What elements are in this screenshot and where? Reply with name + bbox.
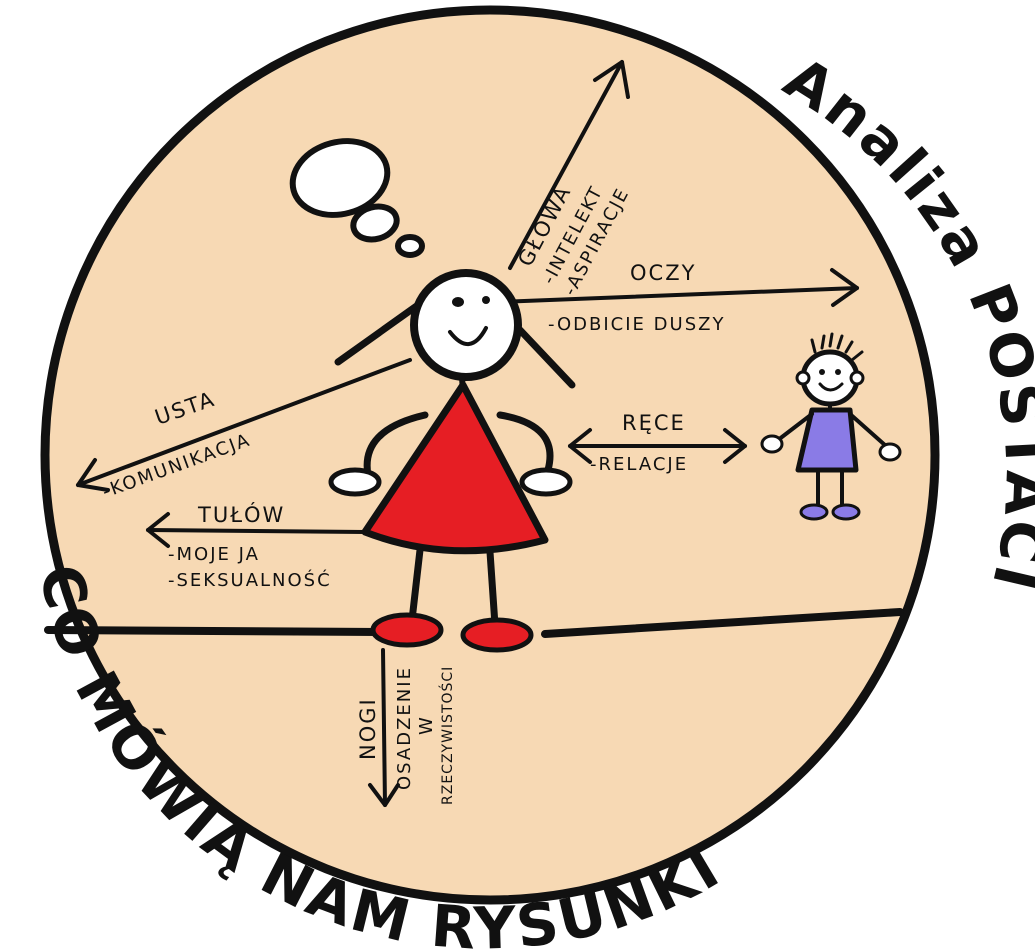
eyes-label: OCZY (630, 261, 696, 285)
legs-item: W (416, 715, 437, 735)
arrow-head (508, 60, 630, 270)
legs-label: NOGI (356, 697, 380, 760)
thought-bubble-icon (289, 138, 425, 258)
hands-item: -RELACJE (590, 454, 688, 475)
legs-label-group: NOGI OSADZENIE W RZECZYWISTOŚCI (356, 666, 456, 805)
arrow-legs (368, 648, 400, 807)
arrow-eyes (470, 268, 859, 307)
legs-item: RZECZYWISTOŚCI (438, 666, 456, 805)
arrow-mouth (76, 358, 412, 492)
girl-figure-icon (328, 269, 576, 653)
torso-label: TUŁÓW (197, 502, 285, 527)
eyes-item: -ODBICIE DUSZY (548, 314, 725, 335)
boy-figure-icon (760, 332, 902, 521)
torso-item: -SEKSUALNOŚĆ (168, 569, 332, 591)
arrow-torso (146, 512, 367, 548)
ground-line-right (541, 608, 904, 638)
torso-item: -MOJE JA (168, 544, 260, 565)
hands-label: RĘCE (622, 411, 686, 435)
arrow-hands (568, 428, 747, 464)
legs-item: OSADZENIE (394, 666, 415, 790)
ground-line (44, 626, 384, 636)
